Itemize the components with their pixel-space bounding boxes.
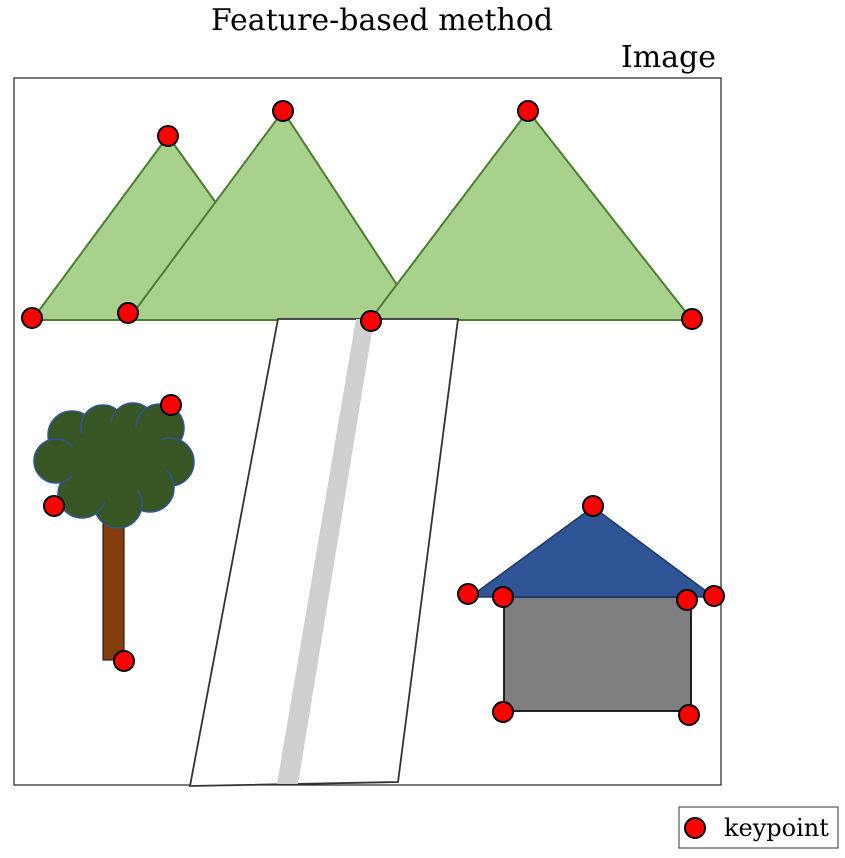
mountain-center bbox=[126, 109, 422, 321]
keypoint bbox=[492, 701, 514, 723]
keypoint bbox=[492, 586, 514, 608]
road-center-stripe bbox=[277, 319, 374, 784]
mountain-right bbox=[367, 109, 695, 321]
mountains bbox=[30, 109, 695, 321]
keypoint bbox=[676, 589, 698, 611]
keypoint bbox=[117, 302, 139, 324]
keypoint bbox=[160, 394, 182, 416]
keypoint bbox=[703, 585, 725, 607]
house bbox=[467, 506, 717, 712]
keypoint bbox=[678, 704, 700, 726]
keypoint bbox=[360, 310, 382, 332]
keypoint bbox=[272, 100, 294, 122]
keypoint bbox=[113, 650, 135, 672]
tree bbox=[33, 402, 195, 661]
legend-keypoint-marker bbox=[684, 817, 706, 839]
keypoint bbox=[43, 495, 65, 517]
keypoints bbox=[21, 100, 725, 726]
keypoint bbox=[457, 583, 479, 605]
keypoint bbox=[681, 308, 703, 330]
image-label: Image bbox=[621, 40, 716, 75]
legend-label: keypoint bbox=[724, 814, 829, 842]
road bbox=[188, 318, 460, 787]
legend: keypoint bbox=[678, 806, 839, 849]
keypoint bbox=[21, 307, 43, 329]
keypoint bbox=[517, 100, 539, 122]
keypoint bbox=[157, 125, 179, 147]
keypoint bbox=[582, 495, 604, 517]
house-wall bbox=[503, 596, 692, 712]
tree-foliage bbox=[33, 402, 195, 529]
house-roof bbox=[467, 506, 717, 598]
diagram-title: Feature-based method bbox=[211, 3, 553, 38]
